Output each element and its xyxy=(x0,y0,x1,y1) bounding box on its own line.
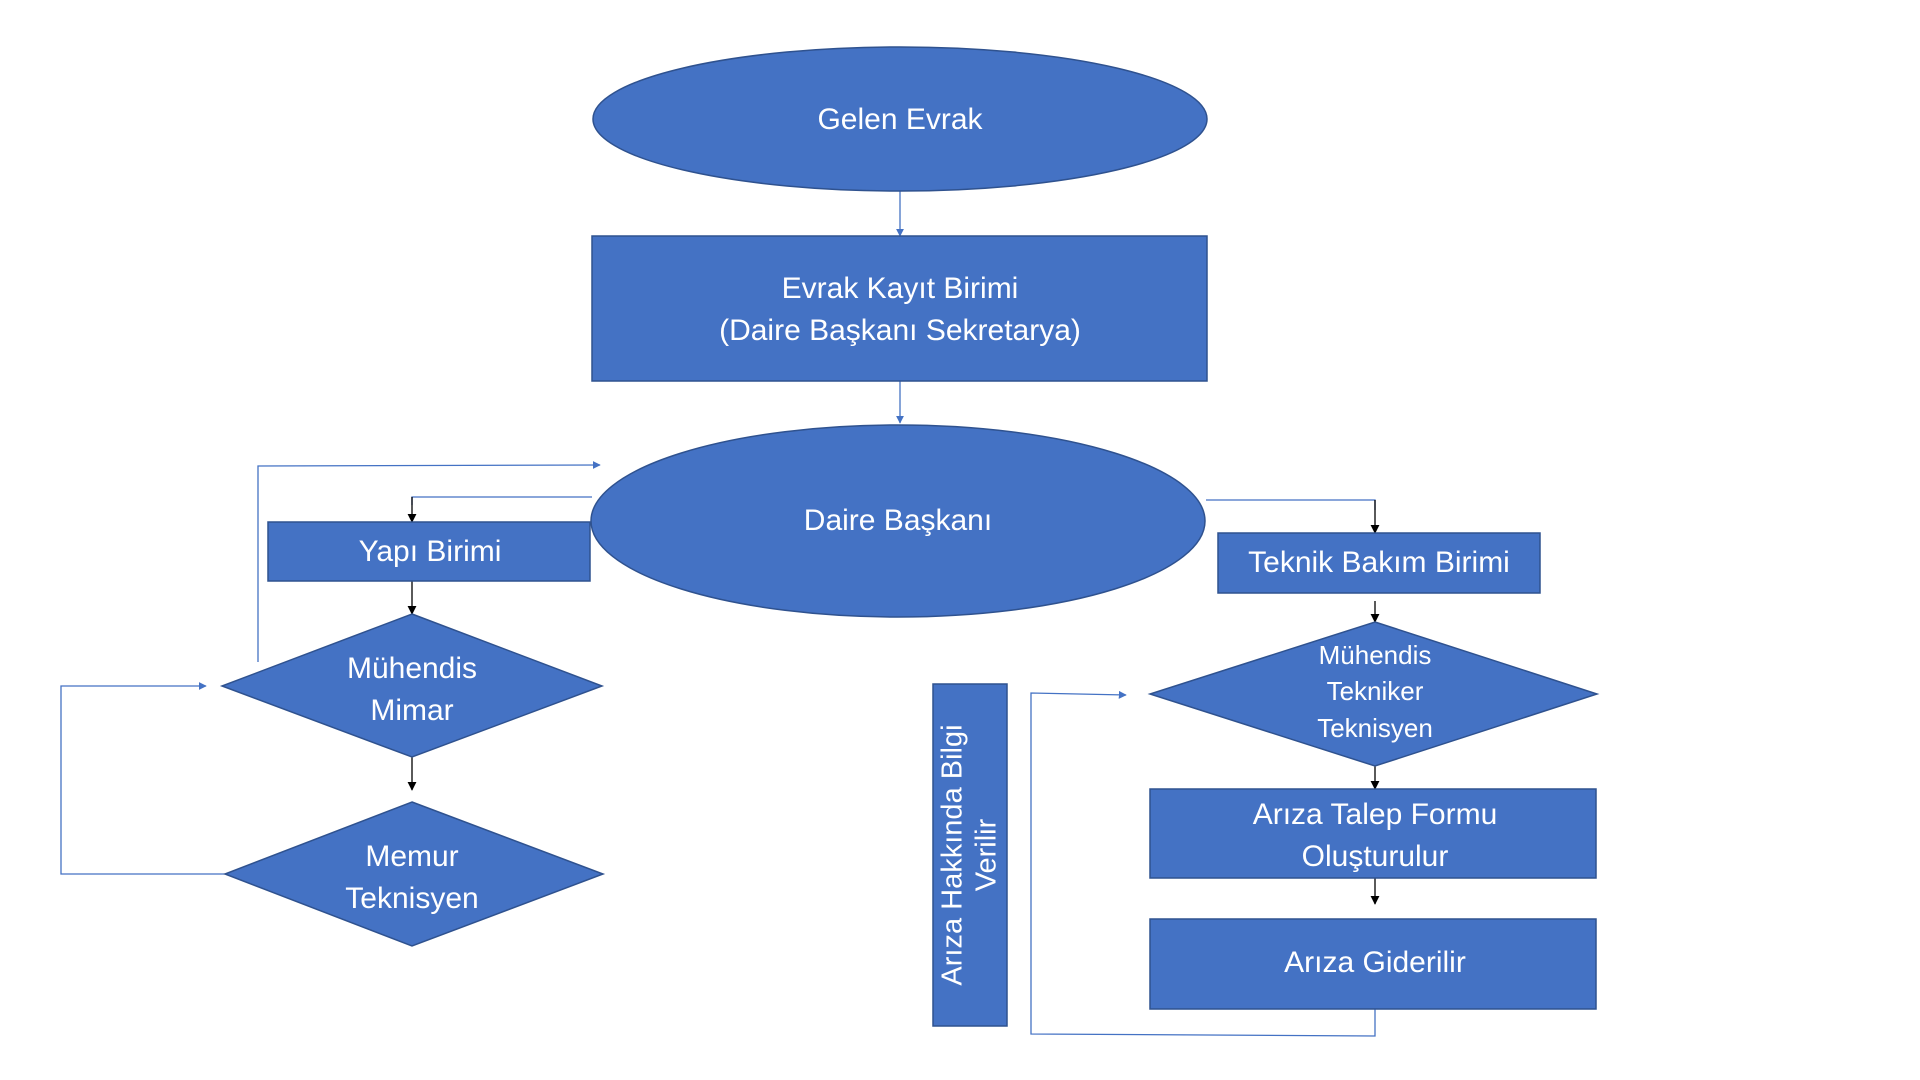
edge-mimar-loop-to-daire xyxy=(257,461,601,662)
decision-shape xyxy=(219,613,605,758)
node-ariza-talep-formu[interactable]: Arıza Talep Formu Oluşturulur xyxy=(1149,788,1597,879)
node-label: Daire Başkanı xyxy=(804,504,992,537)
edge-giderilir-loop-to-diamond xyxy=(1030,690,1376,1037)
edge-memur-loop-to-mimar xyxy=(60,682,225,875)
node-memur-teknisyen[interactable]: Memur Teknisyen xyxy=(222,801,606,947)
process-shape xyxy=(591,235,1208,382)
node-label: Gelen Evrak xyxy=(817,103,983,136)
node-label-line3: Teknisyen xyxy=(1317,713,1433,743)
node-muhendis-mimar[interactable]: Mühendis Mimar xyxy=(219,613,605,758)
node-muhendis-tekniker-teknisyen[interactable]: Mühendis Tekniker Teknisyen xyxy=(1147,621,1600,767)
node-daire-baskani[interactable]: Daire Başkanı xyxy=(590,424,1206,618)
edge-daire-to-teknik xyxy=(1206,499,1376,510)
node-yapi-birimi[interactable]: Yapı Birimi xyxy=(267,521,591,582)
decision-shape xyxy=(1147,621,1600,767)
node-label: Yapı Birimi xyxy=(359,535,502,568)
process-shape xyxy=(1149,918,1597,1010)
process-shape xyxy=(1149,788,1597,879)
node-label-line2: Mimar xyxy=(370,694,453,727)
node-label-line1: Memur xyxy=(365,840,458,873)
node-ariza-giderilir[interactable]: Arıza Giderilir xyxy=(1149,918,1597,1010)
node-label-line2: Oluşturulur xyxy=(1302,840,1449,873)
node-label-line2: Teknisyen xyxy=(345,882,478,915)
node-evrak-kayit-birimi[interactable]: Evrak Kayıt Birimi (Daire Başkanı Sekret… xyxy=(591,235,1208,382)
decision-shape xyxy=(222,801,606,947)
node-label-line1: Arıza Hakkında Bilgi xyxy=(937,724,969,985)
node-label-line2: Tekniker xyxy=(1327,676,1424,706)
node-gelen-evrak[interactable]: Gelen Evrak xyxy=(592,46,1208,192)
node-teknik-bakim-birimi[interactable]: Teknik Bakım Birimi xyxy=(1217,532,1541,594)
process-shape xyxy=(267,521,591,582)
node-label-line1: Evrak Kayıt Birimi xyxy=(782,272,1019,305)
node-label-line1: Arıza Talep Formu xyxy=(1253,798,1498,831)
node-label: Teknik Bakım Birimi xyxy=(1248,546,1510,579)
terminal-shape xyxy=(590,424,1206,618)
node-label: Arıza Giderilir xyxy=(1284,946,1466,979)
node-label-line1: Mühendis xyxy=(347,652,477,685)
process-shape xyxy=(932,683,1008,1027)
node-label-line2: (Daire Başkanı Sekretarya) xyxy=(719,314,1081,347)
edge-daire-to-yapi xyxy=(411,496,592,505)
node-ariza-hakkinda-bilgi-verilir[interactable]: Arıza Hakkında Bilgi Verilir xyxy=(932,683,1008,1027)
terminal-shape xyxy=(592,46,1208,192)
node-label-line1: Mühendis xyxy=(1319,640,1432,670)
node-label-line2: Verilir xyxy=(971,818,1003,891)
process-shape xyxy=(1217,532,1541,594)
connectors xyxy=(60,191,1380,1037)
